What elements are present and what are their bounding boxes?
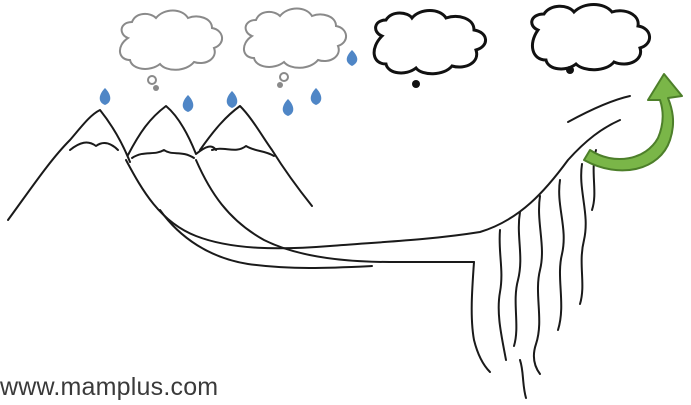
waterfall bbox=[472, 150, 596, 398]
river-top bbox=[568, 96, 630, 122]
cloud-4-icon bbox=[532, 5, 650, 75]
mountain-1 bbox=[8, 110, 130, 220]
raindrop-icon bbox=[100, 88, 111, 105]
mountain-3 bbox=[200, 106, 312, 206]
mountains bbox=[8, 106, 312, 220]
mountain-3-snowline bbox=[212, 146, 274, 156]
raindrop-icon bbox=[347, 50, 358, 66]
raindrop-icon bbox=[227, 91, 238, 108]
raindrop-icon bbox=[183, 95, 194, 112]
mountain-1-snowline bbox=[70, 143, 118, 150]
river-bank-upper bbox=[126, 120, 620, 248]
river bbox=[126, 96, 630, 268]
curved-arrow-icon bbox=[584, 74, 682, 170]
raindrop-icon bbox=[311, 88, 322, 105]
cloud-2-icon bbox=[244, 9, 346, 89]
mountain-2-snowline bbox=[132, 150, 194, 158]
cloud-3-icon bbox=[374, 11, 485, 89]
cloud-1-icon bbox=[120, 11, 222, 92]
raindrop-icon bbox=[283, 99, 294, 116]
watermark-text: www.mamplus.com bbox=[0, 373, 218, 402]
